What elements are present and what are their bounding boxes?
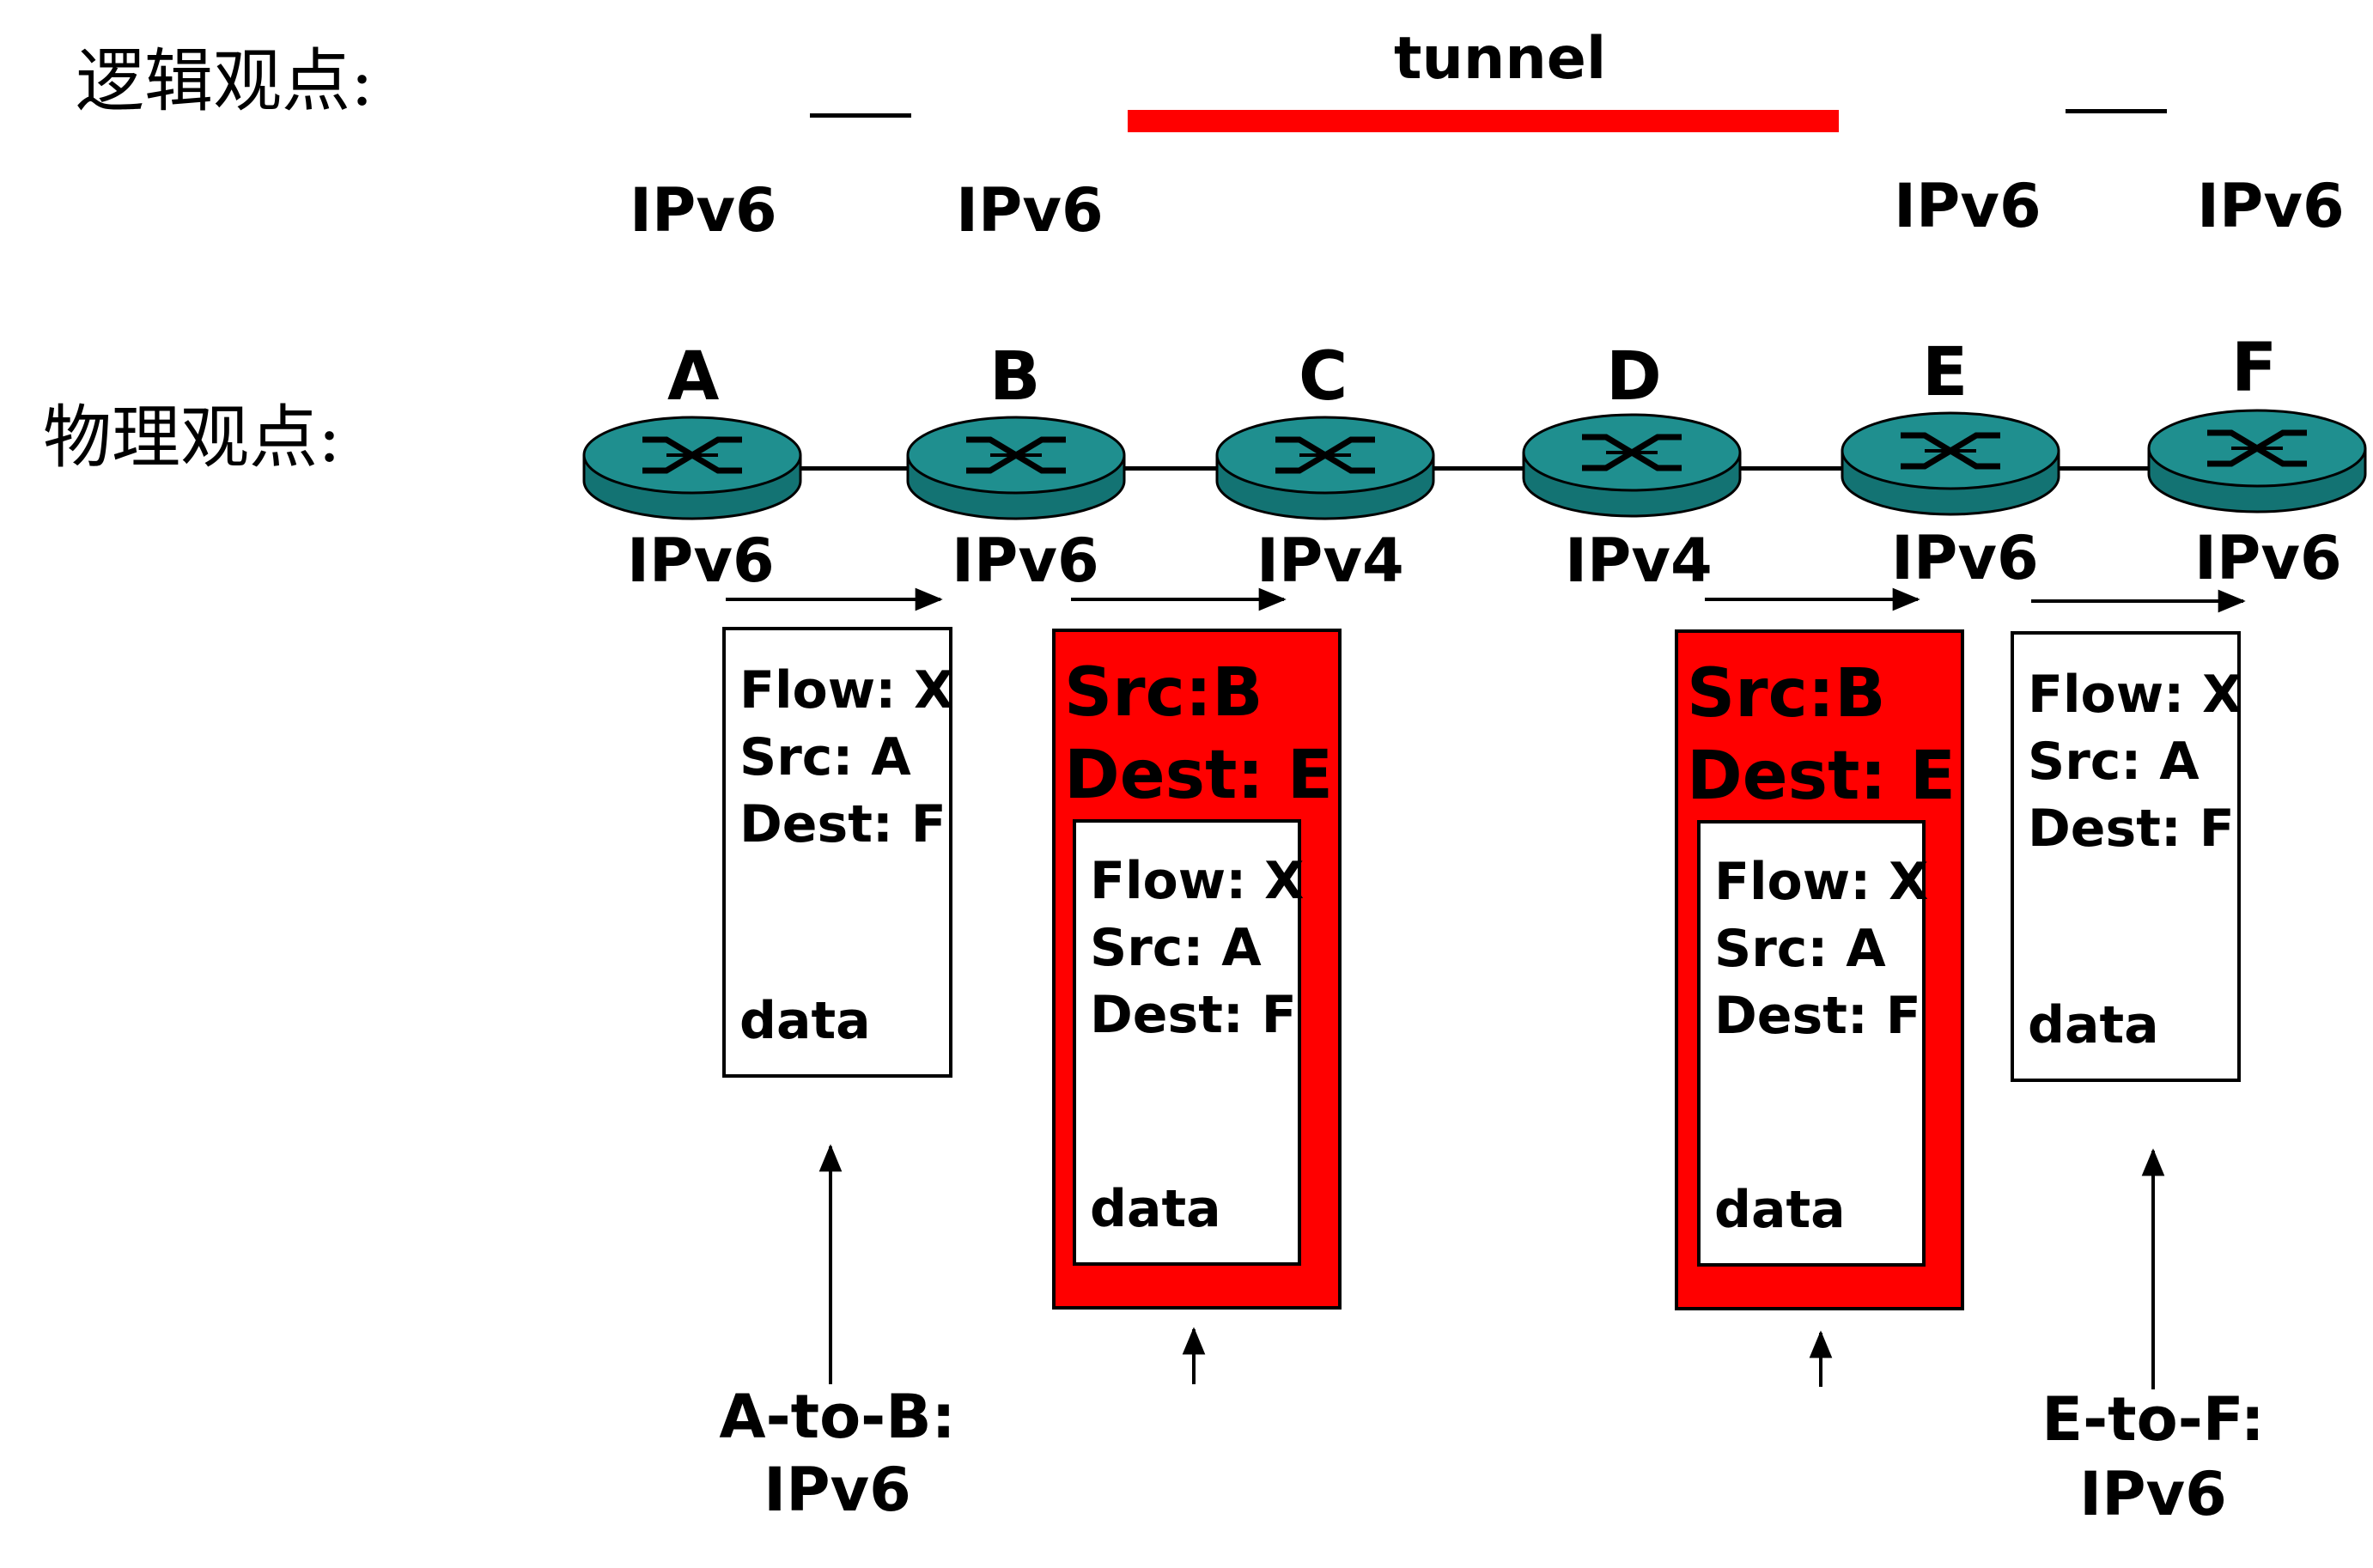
node-proto-b: IPv6 [952, 526, 1099, 596]
node-letter-d: D [1606, 338, 1662, 416]
packet-data: data [2028, 995, 2159, 1055]
packet-flow: Flow: X [1714, 852, 1929, 912]
packet-flow: Flow: X [739, 660, 954, 720]
packet-flow: Flow: X [2028, 665, 2242, 725]
node-letter-e: E [1922, 334, 1968, 411]
packet-dest: Dest: F [1714, 986, 1921, 1046]
logical-view-heading: 逻辑观点: [76, 41, 374, 121]
outer-dest: Dest: E [1064, 737, 1333, 814]
packet-flow: Flow: X [1090, 851, 1305, 911]
caption-right-line1: E-to-F: [2041, 1384, 2265, 1455]
packet-src: Src: A [2028, 732, 2200, 792]
node-proto-a: IPv6 [627, 526, 775, 596]
node-letter-c: C [1299, 338, 1348, 416]
outer-dest: Dest: E [1687, 738, 1956, 815]
outer-src: Src:B [1064, 654, 1263, 732]
packet-data: data [1714, 1180, 1846, 1240]
inner-packet: Flow: X Src: A Dest: F data [1697, 820, 1929, 1267]
packet-dest: Dest: F [2028, 799, 2235, 859]
caption-left-line2: IPv6 [764, 1455, 911, 1525]
packet-data: data [739, 991, 871, 1051]
node-proto-d: IPv4 [1565, 526, 1713, 596]
packet-a-to-b: Flow: X Src: A Dest: F data [722, 627, 954, 1078]
packet-src: Src: A [1714, 919, 1886, 979]
tunnel-label: tunnel [1394, 25, 1607, 93]
node-letter-a: A [667, 338, 720, 416]
logical-link-right [2066, 109, 2167, 113]
logical-label-e: IPv6 [1894, 171, 2041, 241]
packet-src: Src: A [739, 727, 911, 787]
logical-link-left [810, 113, 911, 118]
packet-data: data [1090, 1179, 1221, 1239]
node-letter-f: F [2231, 330, 2278, 407]
packet-e-to-f: Flow: X Src: A Dest: F data [2011, 631, 2242, 1082]
packet-src: Src: A [1090, 918, 1262, 978]
packet-dest: Dest: F [739, 794, 946, 854]
node-letter-b: B [989, 338, 1041, 416]
packet-encapsulated-d-to-e: Src:B Dest: E Flow: X Src: A Dest: F dat… [1675, 629, 1964, 1310]
physical-link [773, 466, 2181, 471]
physical-view-heading: 物理观点: [43, 398, 341, 477]
logical-label-b: IPv6 [956, 175, 1104, 246]
node-proto-f: IPv6 [2194, 523, 2342, 593]
packet-encapsulated-b-to-c: Src:B Dest: E Flow: X Src: A Dest: F dat… [1052, 629, 1342, 1310]
caption-right-line2: IPv6 [2079, 1459, 2227, 1529]
node-proto-e: IPv6 [1891, 523, 2039, 593]
node-proto-c: IPv4 [1256, 526, 1404, 596]
packet-dest: Dest: F [1090, 985, 1297, 1045]
logical-label-f: IPv6 [2197, 171, 2345, 241]
tunnel-bar [1128, 110, 1839, 132]
logical-label-a: IPv6 [630, 175, 777, 246]
inner-packet: Flow: X Src: A Dest: F data [1073, 819, 1305, 1266]
caption-left-line1: A-to-B: [719, 1382, 956, 1452]
outer-src: Src:B [1687, 655, 1886, 732]
